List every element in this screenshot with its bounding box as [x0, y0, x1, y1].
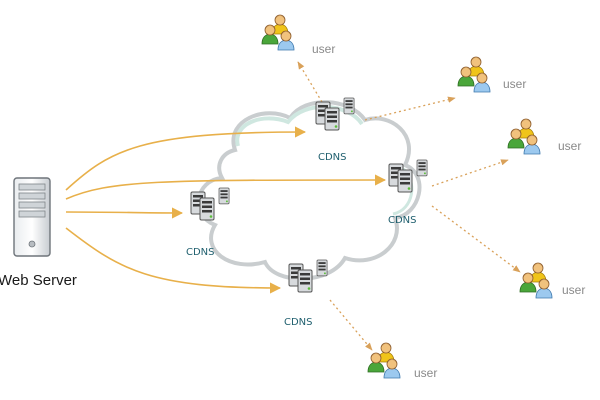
user-group-lower-right: user [520, 263, 585, 298]
cdn-node-right: CDNS [388, 160, 427, 226]
link-lower-right-user [431, 205, 521, 273]
cdn-node-label: CDNS [284, 317, 313, 328]
link-bottom-user [329, 299, 373, 351]
web-server: Web Server [0, 177, 77, 289]
cdn-node-label: CDNS [186, 247, 215, 258]
link-top-user [297, 61, 323, 103]
users-icon [520, 263, 552, 298]
cdn-node-label: CDNS [318, 152, 347, 163]
arrow-to-cdn-left [65, 207, 184, 219]
user-group-bottom: user [368, 343, 437, 380]
user-label: user [414, 366, 437, 380]
server-arrows [65, 126, 387, 294]
web-server-label: Web Server [0, 272, 77, 289]
link-upper-right-user [364, 96, 456, 121]
server-cluster-icon [289, 260, 327, 292]
users-icon [368, 343, 400, 378]
users-icon [508, 119, 540, 154]
server-tower-icon [13, 177, 51, 257]
server-cluster-icon [191, 188, 229, 220]
cloud-network [196, 100, 422, 281]
user-label: user [312, 42, 335, 56]
user-group-top: user [262, 15, 335, 56]
user-label: user [562, 283, 585, 297]
cdn-node-label: CDNS [388, 215, 417, 226]
user-group-upper-right: user [458, 57, 526, 92]
link-right-user [431, 159, 509, 187]
user-label: user [558, 139, 581, 153]
user-group-right: user [508, 119, 581, 154]
users-icon [262, 15, 294, 50]
arrow-to-cdn-bottom [65, 227, 282, 294]
cdn-node-bottom: CDNS [284, 260, 327, 328]
cdn-node-left: CDNS [186, 188, 229, 258]
cdn-node-top: CDNS [316, 98, 354, 163]
arrow-to-cdn-top [65, 126, 307, 191]
user-links [297, 61, 521, 351]
user-label: user [503, 77, 526, 91]
users-icon [458, 57, 490, 92]
arrow-to-cdn-right [65, 174, 387, 200]
